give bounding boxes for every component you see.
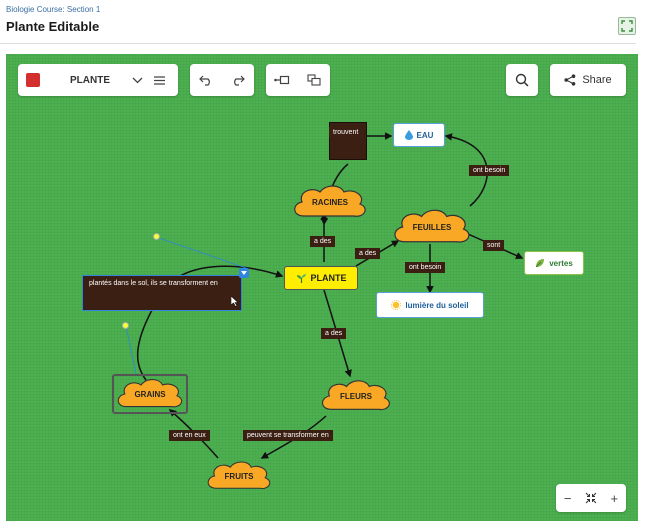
- node-eau[interactable]: EAU: [393, 123, 445, 147]
- cloud-shape: [207, 461, 271, 489]
- cloud-shape: [394, 209, 470, 243]
- undo-icon: [199, 75, 210, 86]
- node-vertes[interactable]: vertes: [524, 251, 584, 275]
- share-label: Share: [582, 74, 612, 86]
- add-link-button[interactable]: [271, 69, 293, 91]
- link-label-ont-en-eux[interactable]: ont en eux: [169, 430, 210, 441]
- sun-icon: [391, 300, 402, 310]
- redo-icon: [234, 75, 245, 86]
- redo-button[interactable]: [227, 69, 249, 91]
- leaf-icon: [535, 259, 545, 268]
- add-node-button[interactable]: [303, 69, 325, 91]
- add-link-icon: [274, 75, 290, 85]
- water-drop-icon: [404, 130, 413, 140]
- fullscreen-button[interactable]: [618, 17, 636, 35]
- header-divider: [0, 43, 636, 44]
- undo-button[interactable]: [195, 69, 217, 91]
- zoom-toolbar: − +: [556, 484, 626, 512]
- expand-icon: [621, 20, 633, 32]
- cloud-shape: [117, 379, 183, 408]
- node-racines[interactable]: RACINES: [290, 182, 370, 222]
- link-label-a-des[interactable]: a des: [321, 328, 347, 339]
- app-logo-icon: [26, 73, 40, 87]
- map-dropdown-button[interactable]: [126, 69, 148, 91]
- node-plante[interactable]: PLANTE: [284, 266, 358, 290]
- map-title[interactable]: PLANTE: [70, 74, 110, 86]
- cloud-shape: [294, 185, 366, 217]
- node-fleurs[interactable]: FLEURS: [318, 376, 394, 416]
- node-grains[interactable]: GRAINS: [114, 376, 186, 412]
- breadcrumb[interactable]: Biologie Course: Section 1: [6, 5, 101, 14]
- link-label-ont-besoin[interactable]: ont besoin: [469, 165, 510, 176]
- node-fruits[interactable]: FRUITS: [204, 456, 274, 496]
- link-label-trouvent[interactable]: trouvent: [329, 127, 363, 138]
- node-feuilles[interactable]: FEUILLES: [390, 206, 474, 248]
- link-label-a-des[interactable]: a des: [310, 236, 336, 247]
- chevron-down-icon: [132, 77, 142, 83]
- map-menu-toolbar: PLANTE: [18, 64, 178, 96]
- link-label-sont[interactable]: sont: [483, 240, 505, 251]
- zoom-in-button[interactable]: +: [610, 490, 619, 506]
- link-label-peuvent[interactable]: peuvent se transformer en: [243, 430, 333, 441]
- edge-control-line-2: [125, 325, 137, 375]
- link-label-ont-besoin[interactable]: ont besoin: [405, 262, 446, 273]
- caret-down-icon: [241, 271, 247, 275]
- search-icon: [515, 73, 529, 87]
- add-node-icon: [307, 74, 321, 86]
- share-button[interactable]: Share: [550, 64, 626, 96]
- node-options-button[interactable]: [239, 268, 249, 278]
- page-title: Plante Editable: [6, 19, 100, 34]
- sprout-icon: [296, 273, 306, 283]
- zoom-out-button[interactable]: −: [563, 490, 572, 506]
- curve-handle[interactable]: [122, 322, 129, 329]
- edge-control-line-1: [155, 236, 247, 269]
- edge-editing-plante: [179, 265, 284, 278]
- collapse-icon: [585, 492, 597, 504]
- link-label-a-des[interactable]: a des: [355, 248, 381, 259]
- node-lumiere[interactable]: lumière du soleil: [376, 292, 484, 318]
- hamburger-icon: [153, 75, 165, 85]
- curve-handle[interactable]: [153, 233, 160, 240]
- link-toolbar: [266, 64, 330, 96]
- mouse-cursor-icon: [231, 296, 239, 307]
- concept-map-canvas[interactable]: PLANTE Share: [6, 54, 638, 521]
- menu-button[interactable]: [148, 69, 170, 91]
- share-icon: [564, 74, 576, 86]
- selection-outline: [112, 374, 188, 414]
- editing-node-textarea[interactable]: plantés dans le sol, ils se transforment…: [82, 275, 242, 311]
- edge-grains-editing: [136, 309, 153, 381]
- cloud-shape: [321, 380, 390, 411]
- history-toolbar: [190, 64, 254, 96]
- search-button[interactable]: [506, 64, 538, 96]
- fit-view-button[interactable]: [580, 487, 602, 509]
